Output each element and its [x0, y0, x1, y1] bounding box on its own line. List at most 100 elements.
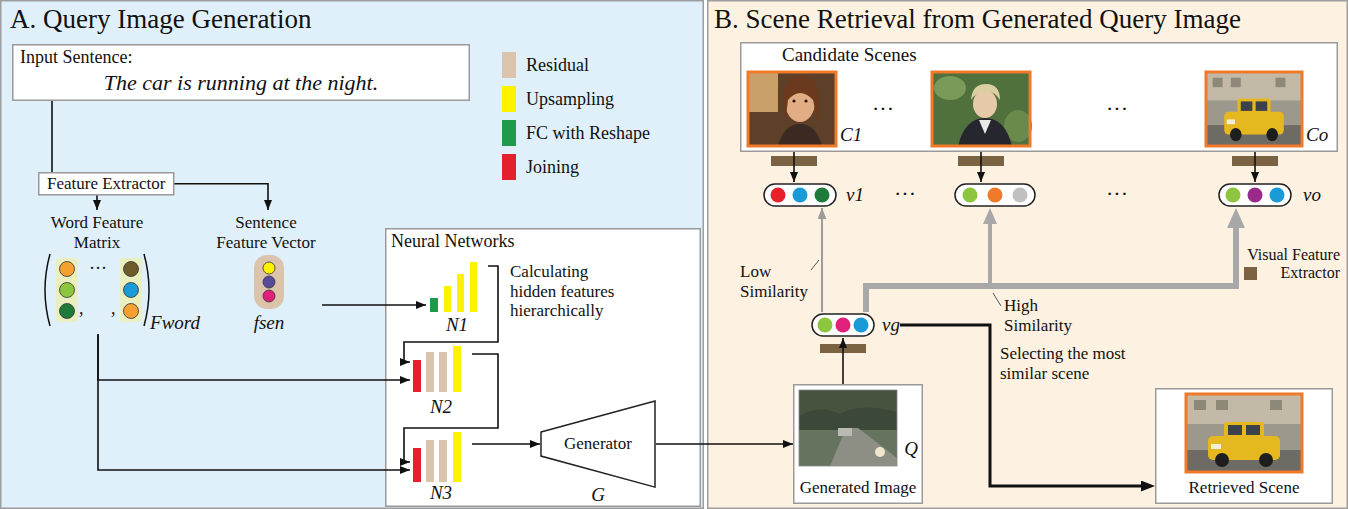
retrieved-image	[1186, 394, 1302, 472]
scene-image	[778, 124, 822, 146]
edge-label-holder: High Similarity	[1004, 296, 1084, 335]
connector-arrow	[842, 338, 844, 384]
word-feature-matrix	[56, 258, 78, 322]
legend-label: Upsampling	[526, 89, 614, 110]
sentence-feature-vector	[263, 276, 275, 288]
candidate-box-fill	[741, 43, 1338, 152]
scene-image	[932, 72, 1030, 146]
connector-arrow	[821, 208, 823, 312]
network-layers	[413, 360, 421, 392]
word-feature-matrix	[45, 254, 149, 326]
network-box-fill	[386, 229, 701, 507]
word-feature-matrix	[124, 304, 139, 319]
edge-label: Low Similarity	[740, 262, 814, 301]
math-symbol: v1	[846, 184, 864, 206]
label-holder: ,	[111, 298, 116, 319]
scene-image	[958, 118, 1012, 146]
generated-image	[838, 428, 852, 436]
legend-item: Visual Feature Extractor	[1244, 246, 1340, 283]
process-box-fill	[39, 173, 174, 195]
scene-image	[792, 99, 795, 102]
panel-fill	[1, 1, 704, 509]
legend-swatch	[502, 120, 516, 146]
feature-vector-pill	[1219, 184, 1291, 206]
sentence-feature-vector	[263, 262, 275, 274]
math-symbol: Fword	[150, 312, 200, 334]
connector-arrow	[96, 196, 98, 210]
feature-vector-pill	[771, 188, 786, 203]
arrow	[981, 152, 990, 286]
word-feature-matrix	[124, 283, 139, 298]
scene-image	[971, 84, 1000, 100]
network-block: N1	[426, 258, 488, 336]
retrieved-image	[1186, 394, 1302, 472]
feature-vector-pill	[854, 318, 869, 333]
legend-item: Residual	[502, 52, 589, 78]
scene-image	[804, 99, 807, 102]
legend-label: Joining	[526, 157, 579, 178]
edge-label: Selecting the most similar scene	[1000, 344, 1165, 383]
label-holder: ···	[894, 181, 916, 206]
feature-vector-pill	[1226, 188, 1241, 203]
network-layers	[430, 298, 438, 312]
feature-vector: v1	[764, 182, 864, 208]
box-heading: Neural Networks	[385, 228, 701, 252]
scene-image	[748, 72, 1302, 146]
sentence-feature-vector	[254, 255, 284, 309]
network-layers	[453, 432, 461, 482]
panel-title: A. Query Image Generation	[0, 0, 704, 35]
legend-swatch	[502, 154, 516, 180]
connector-arrow	[322, 304, 426, 306]
label-holder: ···	[1106, 181, 1128, 206]
legend-label: FC with Reshape	[526, 123, 650, 144]
edge-label-holder: Selecting the most similar scene	[1000, 344, 1165, 383]
box-heading: Candidate Scenes	[740, 42, 1338, 66]
label-holder: Co	[1306, 124, 1328, 146]
network-block: N3	[410, 432, 472, 504]
matrix-comma: ,	[79, 298, 84, 319]
math-symbol: fsen	[254, 312, 285, 334]
label-holder: ···	[872, 96, 894, 121]
math-symbol: N3	[430, 482, 452, 504]
image-box: QGenerated Image	[793, 384, 923, 504]
scene-image	[748, 72, 836, 146]
network-layers	[413, 448, 421, 482]
arrow	[988, 216, 992, 286]
feature-matrix: Word Feature MatrixFword	[36, 210, 202, 334]
candidate-box: Candidate Scenes	[740, 42, 1338, 152]
scene-image	[783, 76, 818, 124]
feature-label: Sentence Feature Vector	[210, 210, 322, 252]
legend-item: FC with Reshape	[502, 120, 650, 146]
network-layers	[439, 352, 447, 392]
edge-label-holder: Low Similarity	[740, 262, 814, 301]
matrix-ellipsis: ···	[89, 258, 107, 279]
scene-image	[934, 76, 966, 100]
sentence-feature-vector	[254, 255, 284, 309]
leader-line	[811, 260, 819, 270]
box-label: Generated Image	[793, 478, 923, 504]
connector-arrow	[174, 184, 268, 210]
generated-image	[799, 390, 897, 466]
generated-image	[799, 407, 897, 430]
feature-vector-pill	[812, 314, 874, 336]
scene-image	[748, 72, 778, 112]
leader-line	[993, 293, 1001, 306]
connector-arrow	[404, 266, 498, 362]
feature-vector: vo	[1219, 182, 1321, 208]
scene-image	[979, 120, 991, 134]
connector-arrow	[404, 354, 498, 462]
sentence-feature-vector	[263, 290, 275, 302]
feature-vector-pill	[815, 188, 830, 203]
label-holder: C1	[840, 124, 862, 146]
annotation: Calculating hidden features hierarchical…	[510, 262, 636, 321]
connector-arrow	[98, 334, 410, 470]
edge-label: High Similarity	[1004, 296, 1084, 335]
feature-vector-pill	[764, 184, 1291, 336]
feature-vector-pill	[1248, 188, 1263, 203]
arrow	[980, 152, 982, 182]
connector-arrow	[98, 334, 410, 380]
feature-vector: Sentence Feature Vector fsen	[210, 210, 322, 334]
ellipsis: ···	[894, 181, 916, 206]
network-layers	[413, 262, 477, 482]
network-layers	[426, 440, 434, 482]
